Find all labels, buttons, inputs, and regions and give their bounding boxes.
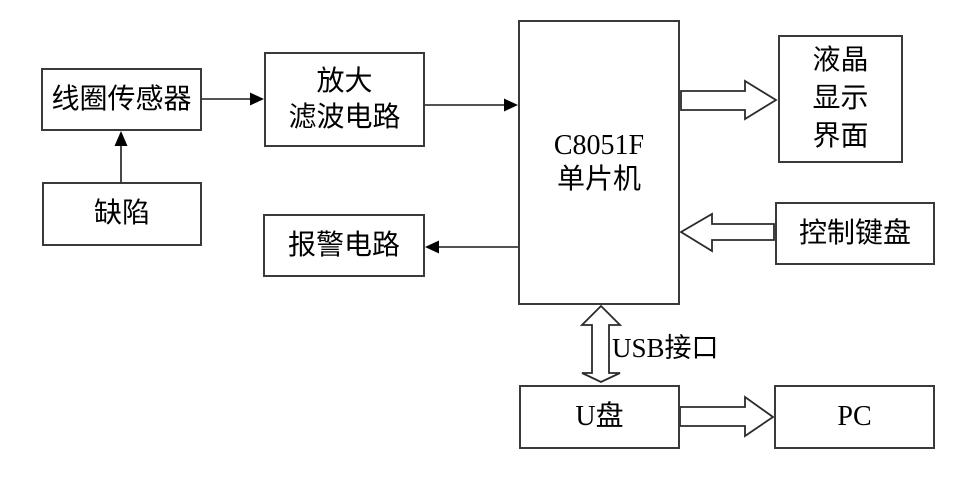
node-alarm: 报警电路 xyxy=(263,214,425,277)
usb-disk-label: U盘 xyxy=(575,401,624,432)
arrow-coil-sensor-to-amplify-filter xyxy=(202,92,264,106)
alarm-label: 报警电路 xyxy=(287,229,400,261)
mcu-label-line1: C8051F xyxy=(553,129,645,161)
node-keyboard: 控制键盘 xyxy=(775,202,935,265)
amplify-filter-label-line2: 滤波电路 xyxy=(288,101,401,133)
lcd-label-line1: 液晶 xyxy=(812,45,869,76)
mcu-label-line2: 单片机 xyxy=(556,163,641,195)
lcd-label-line3: 界面 xyxy=(812,121,869,152)
block-arrow-keyboard-to-mcu xyxy=(679,212,775,253)
node-lcd: 液晶 显示 界面 xyxy=(778,35,903,163)
node-amplify-filter: 放大 滤波电路 xyxy=(264,52,425,147)
usb-port-label: USB接口 xyxy=(612,333,719,363)
keyboard-label: 控制键盘 xyxy=(798,217,911,249)
block-double-arrow-mcu-usb-disk xyxy=(579,304,623,383)
node-usb-disk: U盘 xyxy=(519,385,680,449)
node-defect: 缺陷 xyxy=(42,182,202,246)
node-coil-sensor: 线圈传感器 xyxy=(41,68,202,131)
pc-label: PC xyxy=(837,401,872,432)
arrow-defect-to-coil-sensor xyxy=(114,131,128,182)
defect-label: 缺陷 xyxy=(93,198,150,229)
amplify-filter-label-line1: 放大 xyxy=(316,65,373,97)
block-arrow-usb-disk-to-pc xyxy=(679,395,775,438)
coil-sensor-label: 线圈传感器 xyxy=(51,83,192,115)
arrow-amplify-filter-to-mcu xyxy=(425,98,518,112)
lcd-label-line2: 显示 xyxy=(812,83,869,114)
node-mcu: C8051F 单片机 xyxy=(518,20,680,305)
block-arrow-mcu-to-lcd xyxy=(680,79,778,121)
node-pc: PC xyxy=(774,385,935,449)
arrow-mcu-to-alarm xyxy=(425,240,518,254)
